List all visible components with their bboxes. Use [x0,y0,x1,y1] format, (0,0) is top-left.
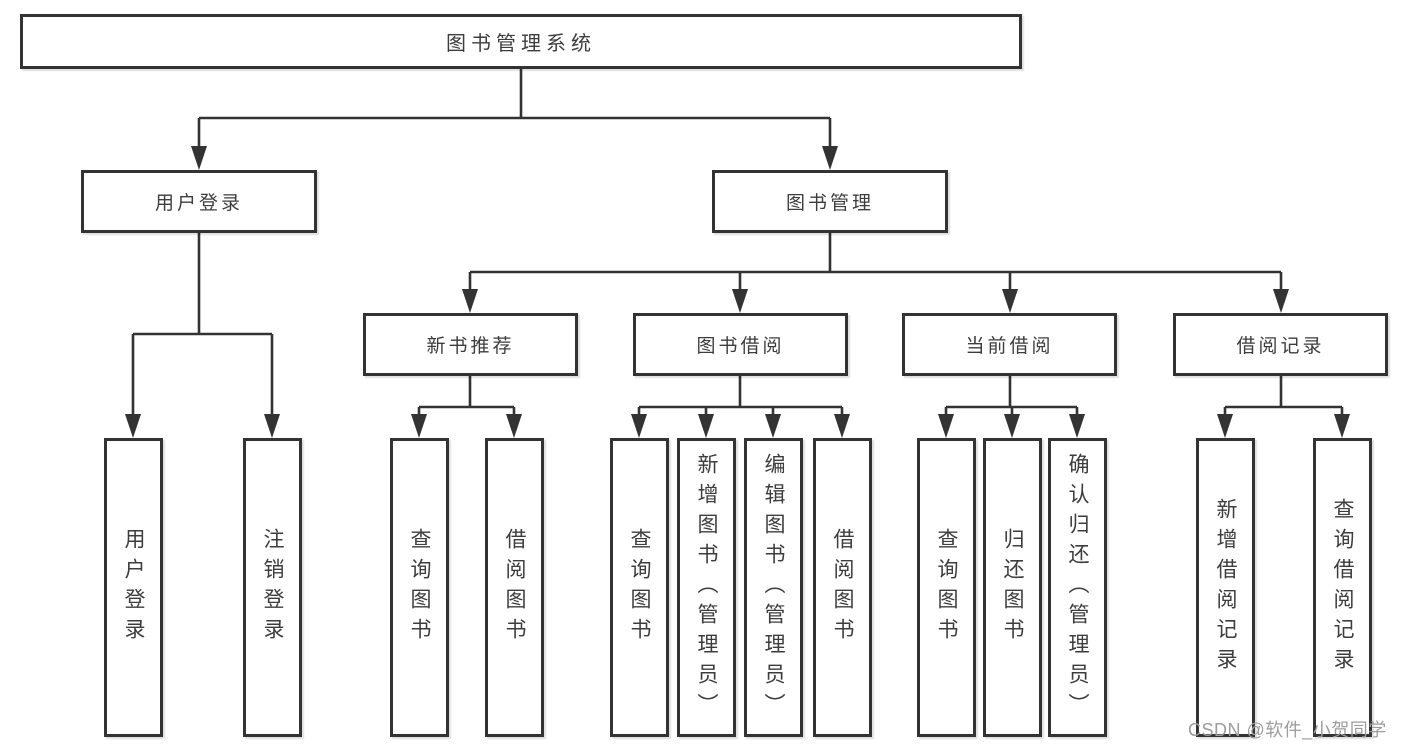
node-logout-leaf-label: 注销登录 [261,527,284,648]
node-borrowing-edit-books-label: 编辑图书（管理员） [762,452,785,723]
node-book-borrowing-label: 图书借阅 [696,336,785,357]
node-borrowing-borrow-books: 借阅图书 [813,438,872,737]
connector-user-login [125,233,280,438]
node-user-login-label: 用户登录 [154,193,243,214]
connector-current-borrowing [938,376,1085,438]
node-book-borrowing: 图书借阅 [633,313,848,376]
csdn-watermark: CSDN @软件_小贺同学 [1188,720,1387,740]
node-current-return-books-label: 归还图书 [1001,527,1024,648]
node-borrowing-borrow-books-label: 借阅图书 [831,527,854,648]
connector-new-book-recommend [411,376,522,438]
node-root-label: 图书管理系统 [446,33,596,55]
node-recommend-borrow-books-label: 借阅图书 [503,527,526,648]
node-recommend-query-books-label: 查询图书 [408,527,431,648]
node-borrowing-edit-books: 编辑图书（管理员） [744,438,803,737]
connector-borrowing-records [1217,376,1350,438]
node-borrowing-query-books: 查询图书 [610,438,669,737]
node-logout-leaf: 注销登录 [243,438,302,737]
node-borrowing-add-books: 新增图书（管理员） [677,438,736,737]
node-recommend-borrow-books: 借阅图书 [485,438,544,737]
node-records-add-record: 新增借阅记录 [1196,438,1255,737]
node-borrowing-query-books-label: 查询图书 [628,527,651,648]
node-current-confirm-return: 确认归还（管理员） [1048,438,1107,737]
node-user-login: 用户登录 [81,170,317,233]
node-current-query-books-label: 查询图书 [935,527,958,648]
node-records-add-record-label: 新增借阅记录 [1214,497,1237,678]
node-current-borrowing: 当前借阅 [902,313,1117,376]
node-root: 图书管理系统 [20,14,1022,69]
connector-book-borrowing [631,376,850,438]
node-recommend-query-books: 查询图书 [390,438,449,737]
node-borrowing-records-label: 借阅记录 [1236,336,1325,357]
node-user-login-leaf: 用户登录 [104,438,163,737]
node-borrowing-add-books-label: 新增图书（管理员） [695,452,718,723]
node-borrowing-records: 借阅记录 [1173,313,1388,376]
node-user-login-leaf-label: 用户登录 [122,527,145,648]
node-new-book-recommend: 新书推荐 [363,313,578,376]
node-current-query-books: 查询图书 [917,438,976,737]
connector-book-management [462,233,1289,313]
node-current-confirm-return-label: 确认归还（管理员） [1066,452,1089,723]
node-book-management: 图书管理 [712,170,948,233]
node-new-book-recommend-label: 新书推荐 [426,336,515,357]
node-current-borrowing-label: 当前借阅 [965,336,1054,357]
node-records-query-record: 查询借阅记录 [1313,438,1372,737]
connector-root [191,69,838,170]
node-current-return-books: 归还图书 [983,438,1042,737]
node-book-management-label: 图书管理 [785,193,874,214]
node-records-query-record-label: 查询借阅记录 [1331,497,1354,678]
